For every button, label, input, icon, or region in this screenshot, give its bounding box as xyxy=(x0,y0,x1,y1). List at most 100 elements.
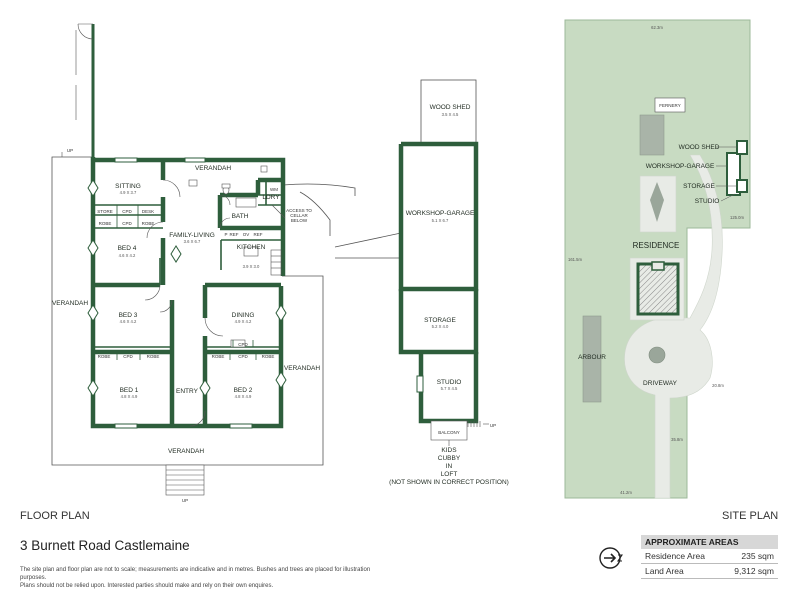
fernery-shade xyxy=(639,114,665,156)
site-dim-right-upper: 125.0m xyxy=(730,215,744,220)
outbuilding-footprints xyxy=(726,140,748,196)
room-bed4-dim: 4.6 X 4.2 xyxy=(119,253,136,258)
access-cellar-line3: BELOW xyxy=(291,218,308,223)
ov-label: OV xyxy=(243,232,250,237)
floor-plan: UP VERANDAH VERANDAH VERANDAH VERANDAH S… xyxy=(51,23,356,503)
address-title: 3 Burnett Road Castlemaine xyxy=(20,538,190,553)
robe-label-2: ROBE xyxy=(142,221,155,226)
ref-label-1: REF xyxy=(230,232,239,237)
table-row: Residence Area 235 sqm xyxy=(641,549,778,564)
house-walls xyxy=(90,157,286,429)
balcony-stairs xyxy=(467,421,489,427)
kids-cubby-line1: KIDS xyxy=(441,447,457,454)
robe-label-4: ROBE xyxy=(147,354,160,359)
floor-plan-labels: VERANDAH VERANDAH VERANDAH VERANDAH SITT… xyxy=(52,165,320,503)
room-family-living-dim: 3.6 X 6.7 xyxy=(184,239,201,244)
access-cellar-line1: ACCESS TO xyxy=(286,208,312,213)
store-label: STORE xyxy=(97,209,112,214)
north-arrow-icon xyxy=(599,547,623,569)
area-label: Residence Area xyxy=(641,549,722,564)
breezeway-left xyxy=(334,232,402,248)
driveway-path xyxy=(624,154,723,499)
not-shown-note: (NOT SHOWN IN CORRECT POSITION) xyxy=(389,479,509,486)
verandah-bottom-label: VERANDAH xyxy=(168,448,204,455)
room-bed2-label: BED 2 xyxy=(234,387,253,394)
room-entry-label: ENTRY xyxy=(176,388,199,395)
room-bed3-label: BED 3 xyxy=(119,312,138,319)
room-bed4-label: BED 4 xyxy=(118,245,137,252)
cpd-label-2: CPD xyxy=(122,221,132,226)
room-dining-label: DINING xyxy=(232,312,255,319)
workshop-garage-dim: 5.1 X 6.7 xyxy=(432,218,449,223)
balcony-up-label: UP xyxy=(490,423,496,428)
driveway-roundabout xyxy=(648,346,666,364)
site-storage-label: STORAGE xyxy=(683,183,715,190)
wm-label: WM xyxy=(270,187,278,192)
cpd-label-4: CPD xyxy=(238,342,248,347)
outbuildings: WOOD SHED 3.5 X 4.5 WORKSHOP-GARAGE 5.1 … xyxy=(334,79,509,486)
site-dim-top: 62.3m xyxy=(651,25,663,30)
room-kitchen-label: KITCHEN xyxy=(237,244,266,251)
wood-shed-outline xyxy=(420,79,477,145)
site-dim-left: 161.5m xyxy=(568,257,582,262)
studio-window xyxy=(416,375,424,393)
site-driveway-label: DRIVEWAY xyxy=(643,380,678,387)
floor-plan-heading: FLOOR PLAN xyxy=(20,510,90,522)
robe-label-6: ROBE xyxy=(262,354,275,359)
room-kitchen-dim: 3.9 X 3.0 xyxy=(243,264,260,269)
verandah-top-label: VERANDAH xyxy=(195,165,231,172)
ldry-label: LDRY xyxy=(262,194,280,201)
up-arrow: UP xyxy=(67,148,73,153)
storage-dim: 5.2 X 4.0 xyxy=(432,324,449,329)
ref-label-2: REF xyxy=(254,232,263,237)
fixtures xyxy=(188,165,282,348)
storage-label: STORAGE xyxy=(424,317,456,324)
room-bed3-dim: 4.6 X 4.2 xyxy=(120,319,137,324)
area-label: Land Area xyxy=(641,563,722,579)
site-studio-label: STUDIO xyxy=(695,198,720,205)
windows xyxy=(87,157,287,429)
verandah-left-label: VERANDAH xyxy=(52,300,88,307)
site-workshop-garage-label: WORKSHOP-GARAGE xyxy=(646,163,715,170)
room-bath-label: BATH xyxy=(232,213,249,220)
areas-title: APPROXIMATE AREAS xyxy=(641,535,778,549)
wood-shed-dim: 3.5 X 4.5 xyxy=(442,112,459,117)
robe-label-3: ROBE xyxy=(98,354,111,359)
table-row: Land Area 9,312 sqm xyxy=(641,563,778,579)
site-residence-label: RESIDENCE xyxy=(633,241,680,250)
doors xyxy=(144,179,231,427)
balcony-label: BALCONY xyxy=(438,430,460,435)
storage-boxes xyxy=(116,205,257,360)
site-plan-heading: SITE PLAN xyxy=(722,510,779,522)
room-dining-dim: 4.9 X 4.2 xyxy=(235,319,252,324)
disclaimer: The site plan and floor plan are not to … xyxy=(20,566,390,590)
site-fernery-label: FERNERY xyxy=(659,103,680,108)
area-value: 9,312 sqm xyxy=(721,563,778,579)
kids-cubby-line4: LOFT xyxy=(441,471,458,478)
room-sitting-label: SITTING xyxy=(115,183,141,190)
interior-partitions xyxy=(93,180,283,348)
cpd-label-3: CPD xyxy=(123,354,133,359)
room-bed1-label: BED 1 xyxy=(120,387,139,394)
site-dim-mid: 20.8m xyxy=(712,383,724,388)
room-bed2-dim: 4.8 X 4.9 xyxy=(235,394,252,399)
site-dim-bottom: 41.2m xyxy=(620,490,632,495)
robe-label-5: ROBE xyxy=(212,354,225,359)
disclaimer-line-2: Plans should not be relied upon. Interes… xyxy=(20,583,274,589)
site-plan: FERNERY WOOD SHED WORKSHOP-GARAGE STORAG… xyxy=(564,19,751,499)
callout-lines xyxy=(716,146,737,202)
approximate-areas-table: APPROXIMATE AREAS Residence Area 235 sqm… xyxy=(641,535,778,579)
studio-dim: 5.7 X 4.5 xyxy=(441,386,458,391)
steps-up-label: UP xyxy=(182,498,188,503)
arbour-box xyxy=(582,315,602,403)
robe-label-1: ROBE xyxy=(99,221,112,226)
fernery-box xyxy=(654,97,686,113)
verandah-steps xyxy=(165,464,205,496)
gate-swing xyxy=(77,23,94,40)
wood-shed-label: WOOD SHED xyxy=(430,104,471,111)
cpd-label-5: CPD xyxy=(238,354,248,359)
room-family-living-label: FAMILY-LIVING xyxy=(169,232,215,239)
residence-walls xyxy=(636,261,680,316)
site-arbour-label: ARBOUR xyxy=(578,354,606,361)
